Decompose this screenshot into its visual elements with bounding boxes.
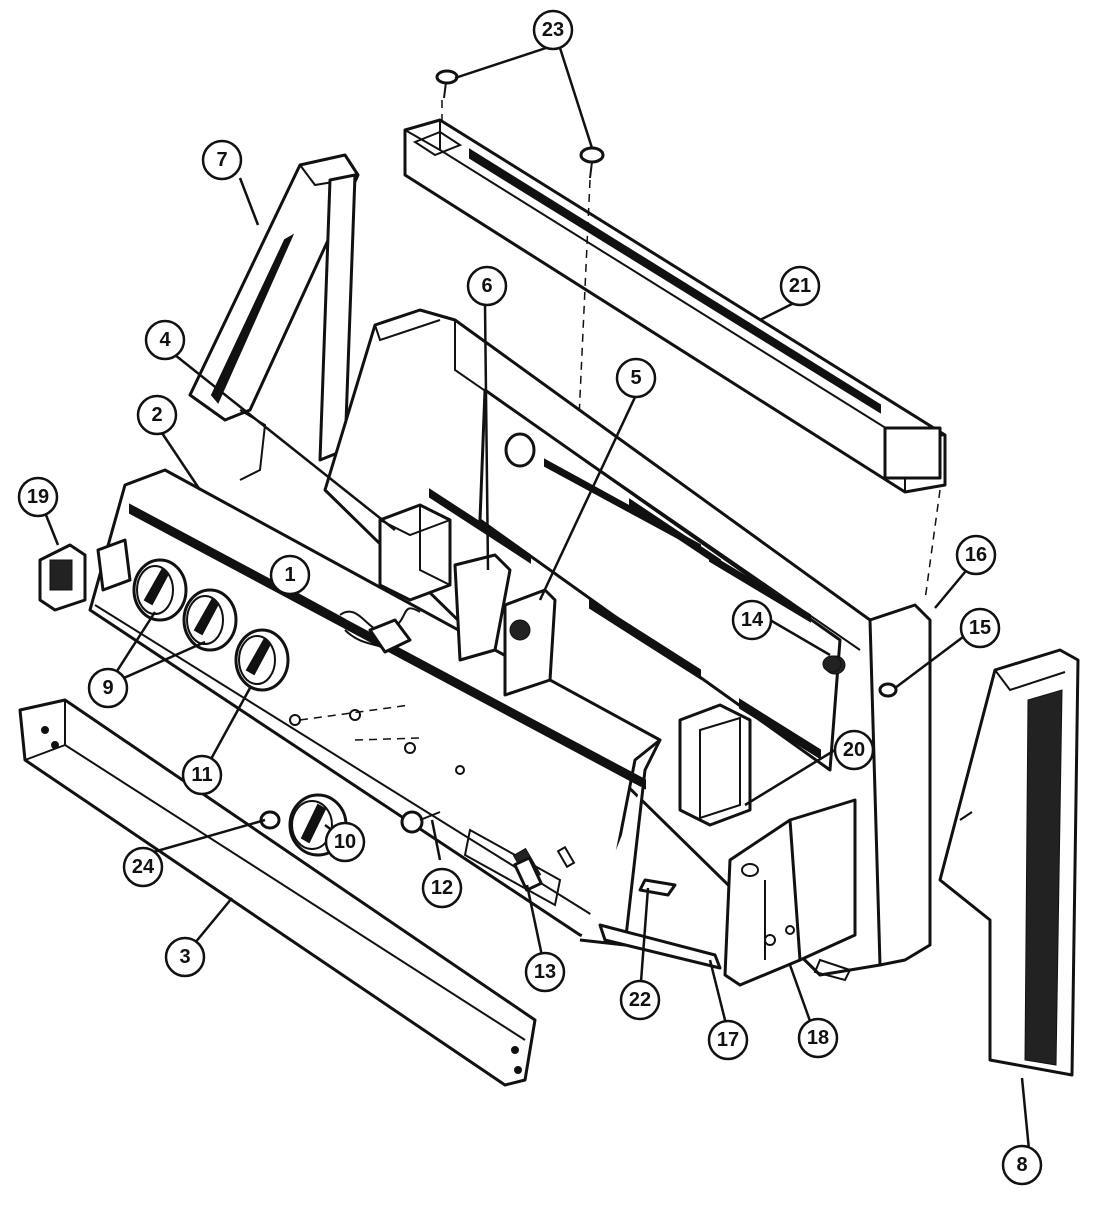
- screw-left: [435, 69, 459, 99]
- callout-label-21: 21: [789, 275, 811, 297]
- part-19-switch: [38, 538, 132, 612]
- callout-10: 10: [324, 821, 366, 863]
- callout-20: 20: [833, 729, 875, 771]
- part-13-switch: [513, 856, 543, 892]
- callout-label-12: 12: [431, 877, 453, 899]
- knob-2: [182, 588, 238, 652]
- callout-7: 7: [201, 139, 243, 181]
- part-20-relay: [678, 703, 752, 827]
- part-23-screws: [435, 69, 605, 441]
- callout-label-23: 23: [542, 19, 564, 41]
- callout-3: 3: [164, 936, 206, 978]
- callout-14: 14: [731, 599, 773, 641]
- part-21-top-trim-bar: [403, 118, 947, 494]
- callout-label-9: 9: [102, 677, 113, 699]
- part-3-front-trim-bar: [18, 698, 537, 1087]
- part-8-right-side-trim: [938, 648, 1080, 1077]
- callout-23: 23: [532, 9, 574, 51]
- callout-label-17: 17: [717, 1029, 739, 1051]
- callout-18: 18: [797, 1017, 839, 1059]
- callout-21: 21: [779, 265, 821, 307]
- callout-label-15: 15: [969, 617, 991, 639]
- part-17-lower-strip: [598, 923, 722, 970]
- callout-label-3: 3: [179, 946, 190, 968]
- callout-11: 11: [181, 754, 223, 796]
- callout-label-7: 7: [216, 149, 227, 171]
- callout-12: 12: [421, 867, 463, 909]
- callout-19: 19: [17, 476, 59, 518]
- callout-label-19: 19: [27, 486, 49, 508]
- part-9-knobs: [132, 558, 238, 652]
- alignment-lines: [299, 489, 941, 741]
- callout-label-1: 1: [284, 564, 295, 586]
- callout-label-22: 22: [629, 989, 651, 1011]
- part-18-right-bracket: [723, 798, 857, 987]
- callout-label-20: 20: [843, 739, 865, 761]
- callout-label-5: 5: [630, 367, 641, 389]
- callout-13: 13: [524, 951, 566, 993]
- part-11-knob: [234, 628, 290, 692]
- callout-2: 2: [136, 394, 178, 436]
- callout-label-8: 8: [1016, 1154, 1027, 1176]
- callout-17: 17: [707, 1019, 749, 1061]
- callout-9: 9: [87, 667, 129, 709]
- callout-15: 15: [959, 607, 1001, 649]
- part-14-grommet: [822, 655, 842, 673]
- screw-right: [579, 146, 605, 179]
- callout-label-16: 16: [965, 544, 987, 566]
- part-4-switch-block: [378, 503, 452, 602]
- callout-label-24: 24: [132, 856, 155, 878]
- callout-label-18: 18: [807, 1027, 829, 1049]
- callout-22: 22: [619, 979, 661, 1021]
- callout-5: 5: [615, 357, 657, 399]
- callout-label-14: 14: [741, 609, 764, 631]
- callout-label-11: 11: [191, 764, 212, 786]
- callout-24: 24: [122, 846, 164, 888]
- part-5-clock-motor: [503, 588, 557, 697]
- callout-16: 16: [955, 534, 997, 576]
- callout-1: 1: [269, 554, 311, 596]
- callout-6: 6: [466, 265, 508, 307]
- callout-label-4: 4: [159, 329, 171, 351]
- callout-label-2: 2: [151, 404, 162, 426]
- callout-4: 4: [144, 319, 186, 361]
- callout-label-13: 13: [534, 961, 556, 983]
- knob-1: [132, 558, 188, 622]
- part-7-left-side-trim: [188, 153, 360, 481]
- part-12-push-button: [400, 810, 441, 834]
- callout-label-10: 10: [334, 831, 356, 853]
- callout-8: 8: [1001, 1144, 1043, 1186]
- part-1-wiring-harness: [339, 607, 421, 661]
- callout-label-6: 6: [481, 275, 492, 297]
- callouts: 23 7 6 21 4 5 2 19 16 1 14 15 9 11 20 10…: [17, 9, 1043, 1186]
- part-15-screw: [878, 682, 898, 698]
- part-22-clip: [638, 878, 677, 897]
